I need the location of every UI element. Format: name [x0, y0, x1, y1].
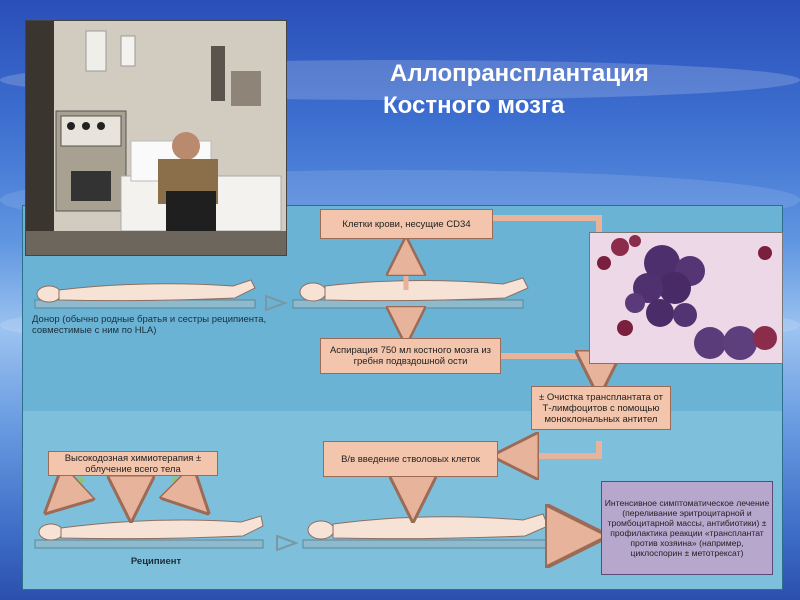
donor-label: Донор (обычно родные братья и сестры рец…	[32, 314, 267, 336]
purification-box: ± Очистка трансплантата от Т-лимфоцитов …	[531, 386, 671, 430]
slide-title-line-1: Аллопрансплантация	[390, 60, 649, 87]
donor-figure-aspiration	[292, 277, 529, 309]
recipient-label: Реципиент	[130, 556, 182, 567]
patient-photo-drawing	[26, 21, 286, 255]
step-arrow-icon	[265, 294, 288, 312]
connector-purification	[503, 441, 602, 456]
blood-cells-box: Клетки крови, несущие CD34	[320, 209, 493, 239]
cell-micrograph-image	[589, 232, 783, 364]
infusion-box: В/в введение стволовых клеток	[323, 441, 498, 477]
recipient-figure-infusion	[302, 513, 554, 549]
connector-aspiration	[501, 356, 599, 386]
donor-figure	[34, 279, 256, 309]
recipient-figure	[34, 515, 264, 549]
connector-top	[493, 215, 602, 236]
slide-title-line-2: Костного мозга	[383, 92, 565, 119]
chemo-box: Высокодозная химиотерапия ± облучение вс…	[48, 451, 218, 476]
aspiration-box: Аспирация 750 мл костного мозга из гребн…	[320, 338, 501, 374]
treatment-box: Интенсивное симптоматическое лечение (пе…	[601, 481, 773, 575]
patient-photo	[25, 20, 287, 256]
cell-micrograph-drawing	[597, 235, 777, 360]
step-arrow-icon	[276, 534, 299, 552]
green-arrow	[173, 478, 201, 506]
green-arrow	[53, 478, 83, 506]
